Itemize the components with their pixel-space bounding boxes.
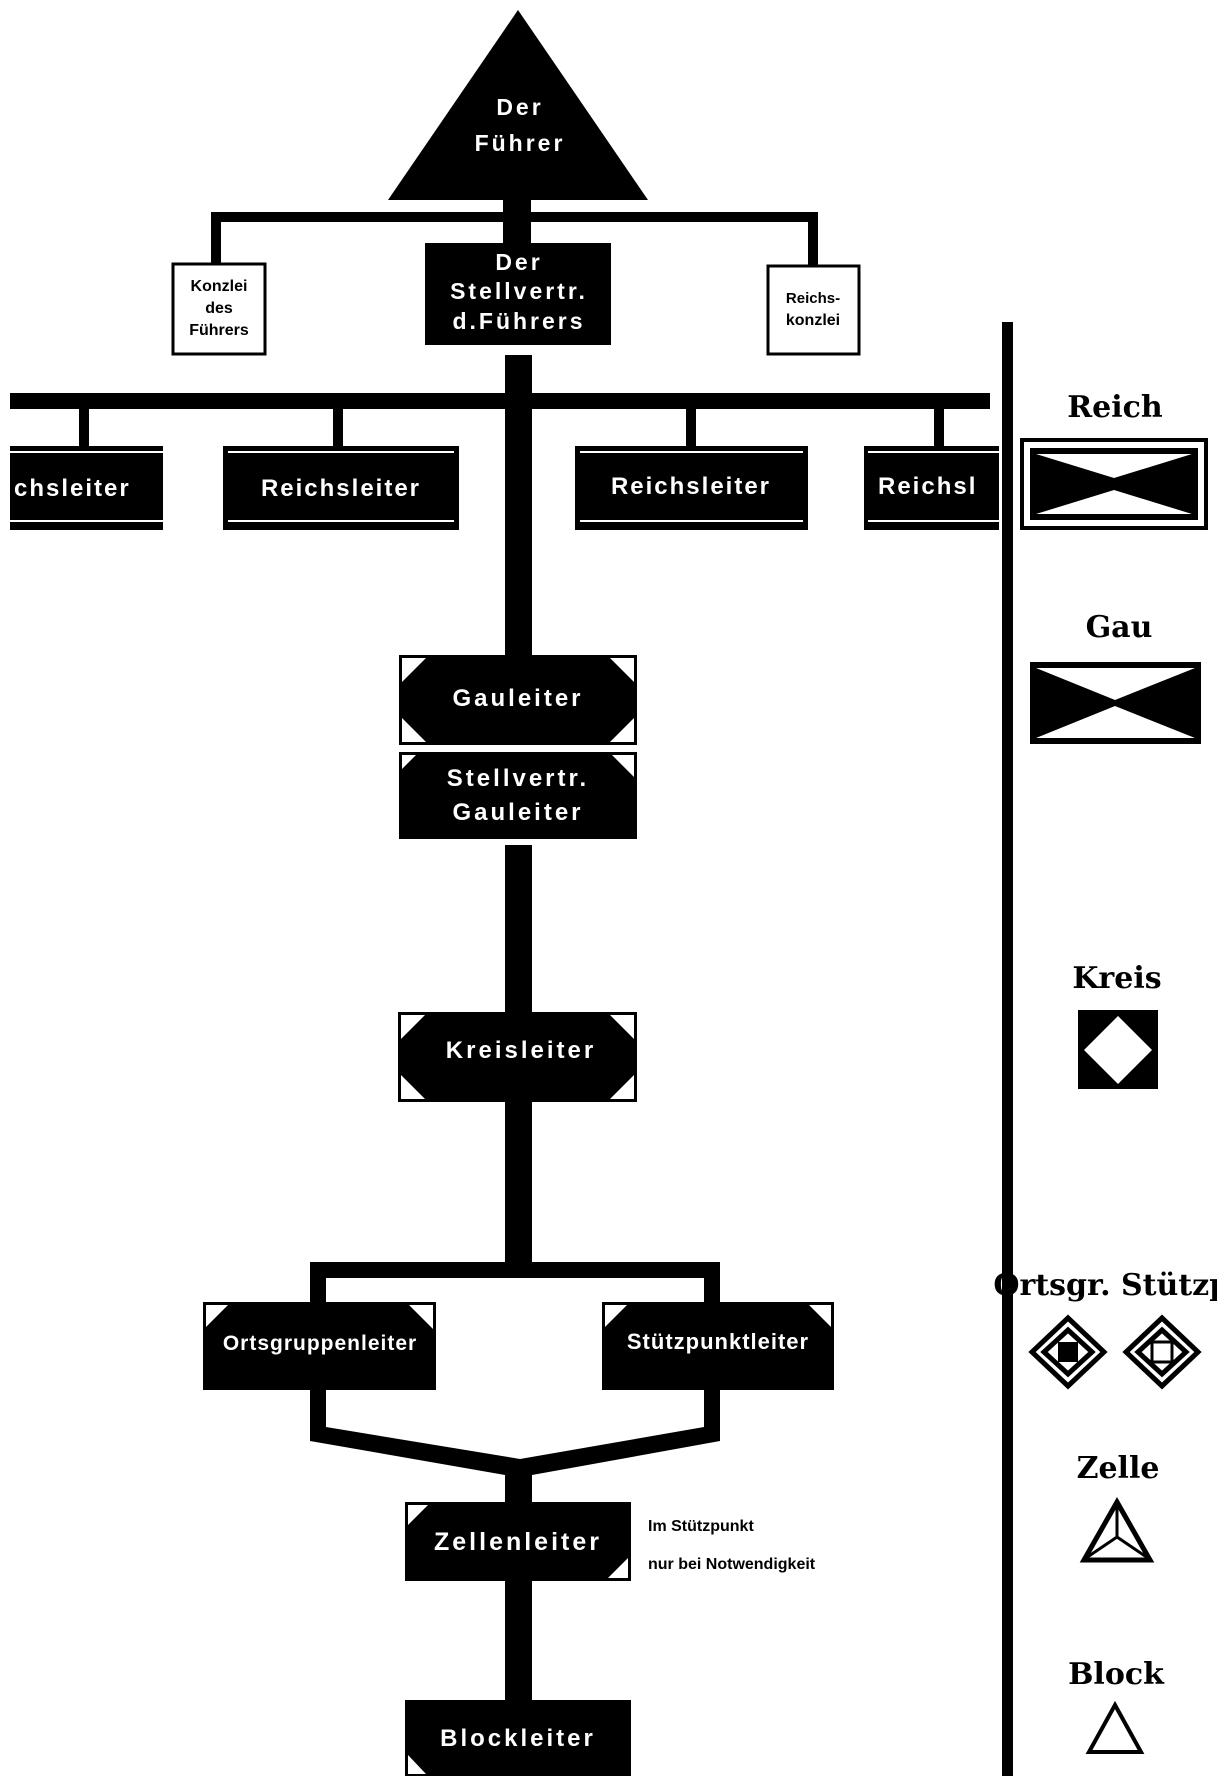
gau-flag-icon <box>1030 662 1201 744</box>
zellenleiter-node: Zellenleiter <box>405 1502 631 1581</box>
kanzlei-node: Konzlei des Führers <box>171 262 267 356</box>
reichsleiter-label: chsleiter <box>14 475 131 502</box>
kanzlei-box <box>171 262 267 356</box>
blockleiter-box <box>405 1700 631 1776</box>
reichsleiter-row: chsleiter Reichsleiter Reichsleiter Reic… <box>10 446 999 530</box>
ortsgruppenleiter-node: Ortsgruppenleiter <box>203 1302 436 1390</box>
connectors <box>10 196 1013 1776</box>
legend-ortsgr-stuetzp-label: Ortsgr. Stützp. <box>993 1268 1217 1303</box>
gauleiter-box <box>399 655 637 745</box>
zelle-triangle-icon <box>1079 1496 1155 1563</box>
stuetzpunkt-diamond-icon <box>1122 1314 1202 1390</box>
stuetzpunktleiter-box <box>602 1302 834 1390</box>
legend-zelle-label: Zelle <box>1077 1451 1160 1486</box>
ortsgruppenleiter-box <box>203 1302 436 1390</box>
stellvertreter-box <box>425 243 611 345</box>
fuehrer-label-2: Führer <box>475 130 566 156</box>
stellvertreter-label-2: Stellvertr. <box>450 278 588 304</box>
stellv-gauleiter-label-1: Stellvertr. <box>447 765 589 792</box>
legend-gau-label: Gau <box>1086 610 1153 645</box>
zellen-note-1: Im Stützpunkt <box>648 1518 754 1535</box>
zellenleiter-label: Zellenleiter <box>434 1528 602 1556</box>
blockleiter-label: Blockleiter <box>440 1725 596 1752</box>
kreisleiter-box <box>398 1012 637 1102</box>
fuehrer-label-1: Der <box>496 94 543 120</box>
kreisleiter-node: Kreisleiter <box>398 1012 637 1102</box>
kreisleiter-label: Kreisleiter <box>446 1037 596 1064</box>
reichsleiter-label: Reichsleiter <box>261 475 421 502</box>
kanzlei-label-1: Konzlei <box>191 278 248 295</box>
reichsleiter-box: Reichsleiter <box>575 446 808 530</box>
kanzlei-label-2: des <box>205 300 233 317</box>
fuehrer-node: Der Führer <box>388 10 648 200</box>
reichsleiter-box: Reichsl <box>864 446 999 530</box>
reichsleiter-box: chsleiter <box>10 446 163 530</box>
reichskanzlei-node: Reichs- konzlei <box>766 264 861 356</box>
reichsleiter-box: Reichsleiter <box>223 446 459 530</box>
gauleiter-label: Gauleiter <box>452 685 583 712</box>
ortsgruppe-diamond-icon <box>1028 1314 1108 1390</box>
stellv-gauleiter-label-2: Gauleiter <box>452 799 583 826</box>
stellv-gauleiter-box <box>399 752 637 839</box>
zellen-note-2: nur bei Notwendigkeit <box>648 1556 816 1573</box>
ortsgruppenleiter-label: Ortsgruppenleiter <box>223 1332 417 1355</box>
block-triangle-icon <box>1085 1700 1145 1754</box>
reich-flag-icon <box>1020 438 1208 530</box>
stellv-gauleiter-node: Stellvertr. Gauleiter <box>399 752 637 839</box>
stellvertreter-label-1: Der <box>495 249 542 275</box>
reichskanzlei-label-2: konzlei <box>786 312 840 329</box>
fuehrer-triangle <box>388 10 648 200</box>
kanzlei-label-3: Führers <box>189 322 249 339</box>
stellvertreter-node: Der Stellvertr. d.Führers <box>425 243 611 345</box>
reichskanzlei-box <box>766 264 861 356</box>
zellenleiter-box <box>405 1502 631 1581</box>
gauleiter-node: Gauleiter <box>399 655 637 745</box>
reichsleiter-label: Reichsleiter <box>611 473 771 500</box>
stellvertreter-label-3: d.Führers <box>452 308 585 334</box>
reichsleiter-label: Reichsl <box>878 473 977 500</box>
stuetzpunktleiter-label: Stützpunktleiter <box>627 1329 809 1354</box>
legend-reich-label: Reich <box>1067 390 1163 425</box>
legend-block-label: Block <box>1068 1657 1165 1692</box>
reichskanzlei-label-1: Reichs- <box>786 290 840 307</box>
legend-kreis-label: Kreis <box>1072 961 1161 996</box>
kreis-flag-icon <box>1078 1010 1158 1089</box>
blockleiter-node: Blockleiter <box>405 1700 631 1776</box>
stuetzpunktleiter-node: Stützpunktleiter <box>602 1302 834 1390</box>
legend: Reich Gau Kreis Ortsgr. Stützp. <box>993 390 1217 1754</box>
